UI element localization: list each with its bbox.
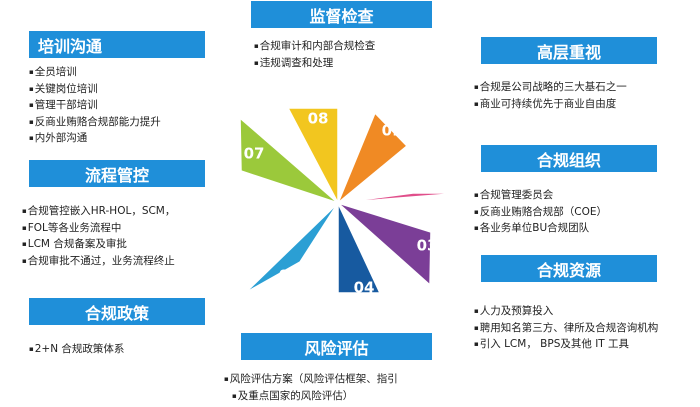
list-item: 及重点国家的风险评估） [224,388,398,405]
header-organization-label: 合规组织 [536,150,601,170]
wheel-segment-label: 04 [354,279,375,297]
list-item: 违规调查和处理 [254,55,375,72]
header-supervision-label: 监督检查 [309,6,374,26]
wheel-segment-label: 07 [244,145,265,163]
list-resources: 人力及预算投入 聘用知名第三方、律所及合规咨询机构 引入 LCM， BPS及其他… [474,303,659,353]
header-risk-label: 风险评估 [304,338,369,358]
header-resources-label: 合规资源 [536,260,601,280]
list-item: 各业务单位BU合规团队 [474,220,607,237]
list-item: FOL等各业务流程中 [22,220,175,237]
header-leadership: 高层重视 [481,37,657,64]
list-item: LCM 合规备案及审批 [22,236,175,253]
list-item: 合规审批不通过，业务流程终止 [22,253,175,270]
list-leadership: 合规是公司战略的三大基石之一 商业可持续优先于商业自由度 [474,79,627,112]
header-training-label: 培训沟通 [38,36,103,56]
wheel-segment-01 [337,111,409,204]
list-item: 内外部沟通 [29,130,161,147]
list-item: 管理干部培训 [29,97,161,114]
list-item-continuation: FOL等各业务流程中 [27,221,122,234]
wheel-segment-label: 05 [279,267,300,285]
list-supervision: 合规审计和内部合规检查 违规调查和处理 [254,38,376,72]
header-organization: 合规组织 [481,145,657,172]
list-item: 商业可持续优先于商业自由度 [474,96,627,113]
list-item: 全员培训 [29,64,161,81]
list-item: 风险评估方案（风险评估框架、指引 [224,371,398,388]
header-resources: 合规资源 [481,255,657,282]
header-risk: 风险评估 [241,333,432,360]
list-item: 合规审计和内部合规检查 [254,38,376,55]
list-item: 2+N 合规政策体系 [29,341,125,358]
list-item: 合规是公司战略的三大基石之一 [474,79,627,96]
list-process: 合规管控嵌入HR-HOL，SCM， FOL等各业务流程中 LCM 合规备案及审批… [22,203,176,270]
list-item: 合规管控嵌入HR-HOL，SCM， [22,203,176,220]
header-process: 流程管控 [29,160,205,187]
list-item: 关键岗位培训 [29,81,161,98]
wheel-segment-03 [337,202,432,287]
list-organization: 合规管理委员会 反商业贿赂合规部（COE） 各业务单位BU合规团队 [474,187,607,237]
wheel-segment-label: 03 [417,237,438,255]
list-item: 反商业贿赂合规部（COE） [474,204,607,221]
header-leadership-label: 高层重视 [536,42,601,62]
header-process-label: 流程管控 [84,165,149,185]
wheel-segment-08 [286,107,339,204]
header-training: 培训沟通 [29,31,205,58]
wheel-segment-05 [244,202,339,294]
list-item-continuation: 及重点国家的风险评估） [237,389,354,402]
header-policy-label: 合规政策 [84,303,149,323]
list-item: 反商业贿赂合规部能力提升 [29,114,161,131]
wheel-segment-07 [239,116,339,204]
wheel-segment-04 [337,202,382,294]
list-risk: 风险评估方案（风险评估框架、指引 及重点国家的风险评估） [224,371,398,404]
header-supervision: 监督检查 [251,1,432,28]
list-item: 合规管理委员会 [474,187,607,204]
wheel-segment-label: 02 [430,172,451,190]
wheel-segment-label: 08 [308,110,329,128]
list-item: 聘用知名第三方、律所及合规咨询机构 [474,320,659,337]
list-item: 人力及预算投入 [474,303,658,320]
wheel-segment-label: 01 [382,122,403,140]
list-item: 引入 LCM， BPS及其他 IT 工具 [474,336,658,353]
header-policy: 合规政策 [29,298,205,325]
wheel-segment-02 [337,192,464,204]
list-policy: 2+N 合规政策体系 [29,341,125,358]
list-training: 全员培训 关键岗位培训 管理干部培训 反商业贿赂合规部能力提升 内外部沟通 [29,64,161,147]
wheel-segment-label: 06 [236,214,257,232]
